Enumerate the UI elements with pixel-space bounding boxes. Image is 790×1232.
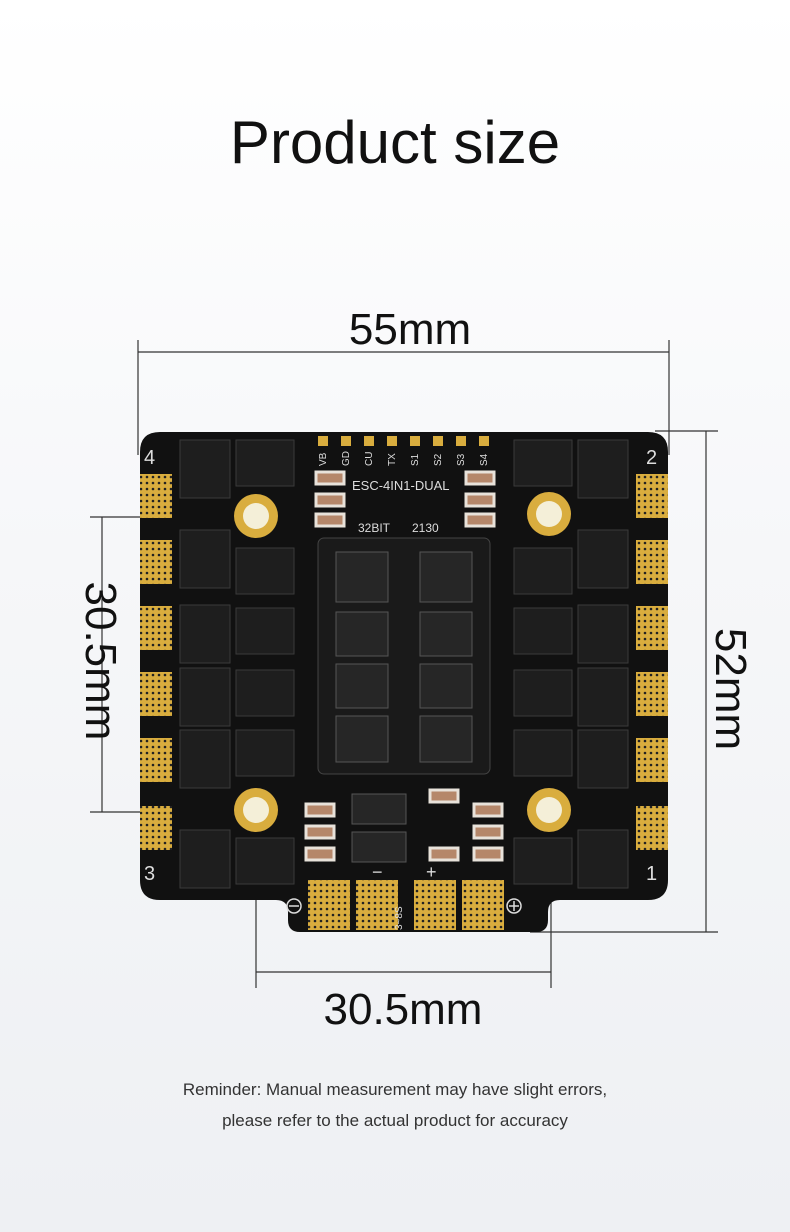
power-pads: [308, 880, 504, 930]
width-dimension: 55mm: [348, 305, 472, 354]
pad-label: S2: [433, 453, 444, 466]
pad-label: TX: [387, 453, 398, 466]
mosfets: [179, 439, 629, 889]
mcu-chips: [335, 551, 473, 763]
firmware-label: 32BIT: [358, 521, 391, 535]
pad-label: CU: [364, 452, 375, 466]
pad-label: S1: [410, 453, 421, 466]
corner-number: 4: [144, 447, 155, 469]
corner-number: 1: [646, 863, 657, 885]
mount-vertical-dimension: 30.5mm: [76, 581, 125, 741]
capacitors: [304, 470, 504, 862]
board-model: ESC-4IN1-DUAL: [352, 478, 450, 493]
mount-horizontal-dimension: 30.5mm: [323, 985, 483, 1034]
corner-number: 2: [646, 447, 657, 469]
code-label: 2130: [412, 521, 439, 535]
polarity-icons: [286, 898, 522, 914]
height-dimension: 52mm: [706, 627, 755, 751]
minus-sign: −: [372, 862, 383, 882]
pad-label: S3: [456, 453, 467, 466]
pad-label: VB: [318, 452, 329, 466]
mount-holes: [234, 492, 571, 832]
corner-number: 3: [144, 863, 155, 885]
voltage-label: 3~8S: [394, 906, 405, 930]
right-gold-pads: [636, 474, 668, 850]
pad-label: GD: [341, 451, 352, 466]
page-title: Product size: [229, 109, 561, 176]
pad-label: S4: [479, 453, 490, 466]
diodes: [351, 793, 407, 863]
left-gold-pads: [140, 474, 172, 850]
signal-pads: [318, 436, 489, 446]
reminder-line-2: please refer to the actual product for a…: [222, 1111, 568, 1130]
reminder-line-1: Reminder: Manual measurement may have sl…: [182, 1080, 608, 1099]
plus-sign: +: [426, 862, 437, 882]
